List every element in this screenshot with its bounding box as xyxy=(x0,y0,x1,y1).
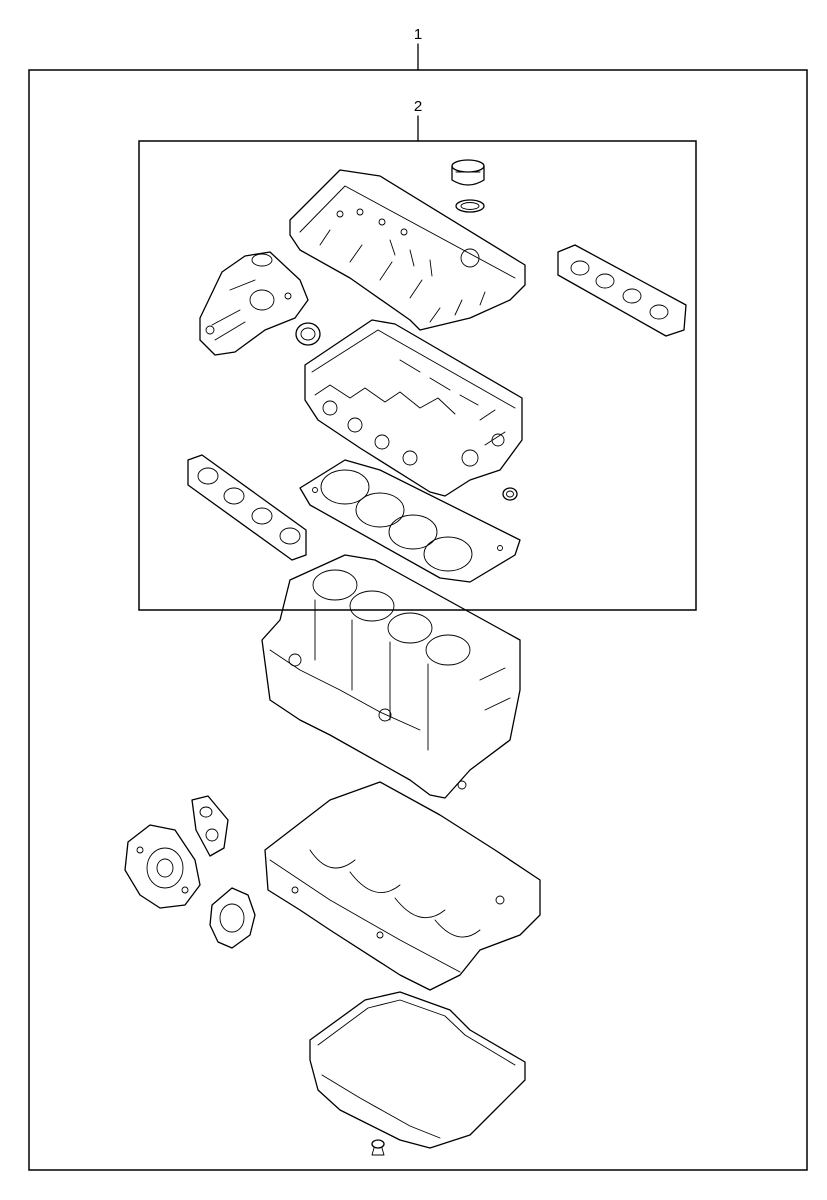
callout-1-label[interactable]: 1 xyxy=(414,26,422,43)
exhaust-manifold-gasket[interactable] xyxy=(557,244,687,337)
callout-2-label[interactable]: 2 xyxy=(414,98,422,115)
water-pump-gasket[interactable] xyxy=(209,887,256,949)
lower-crankcase[interactable] xyxy=(264,781,541,991)
intake-manifold-gasket[interactable] xyxy=(187,454,307,561)
cylinder-block[interactable] xyxy=(261,554,521,799)
thermostat-housing[interactable] xyxy=(199,251,309,356)
valve-cover[interactable] xyxy=(289,169,526,331)
cylinder-head-gasket[interactable] xyxy=(299,459,521,583)
oil-pan[interactable] xyxy=(309,991,526,1149)
inner-kit-frame xyxy=(138,140,697,611)
cylinder-head[interactable] xyxy=(304,319,523,497)
thermostat-housing-gasket[interactable] xyxy=(295,322,321,346)
outer-kit-frame xyxy=(28,69,808,1171)
small-seal[interactable] xyxy=(502,487,518,501)
drain-plug[interactable] xyxy=(371,1139,385,1156)
water-pump-gasket-small[interactable] xyxy=(191,795,229,857)
water-pump[interactable] xyxy=(124,824,201,909)
oil-filler-seal[interactable] xyxy=(455,199,485,213)
oil-filler-cap[interactable] xyxy=(451,159,485,186)
